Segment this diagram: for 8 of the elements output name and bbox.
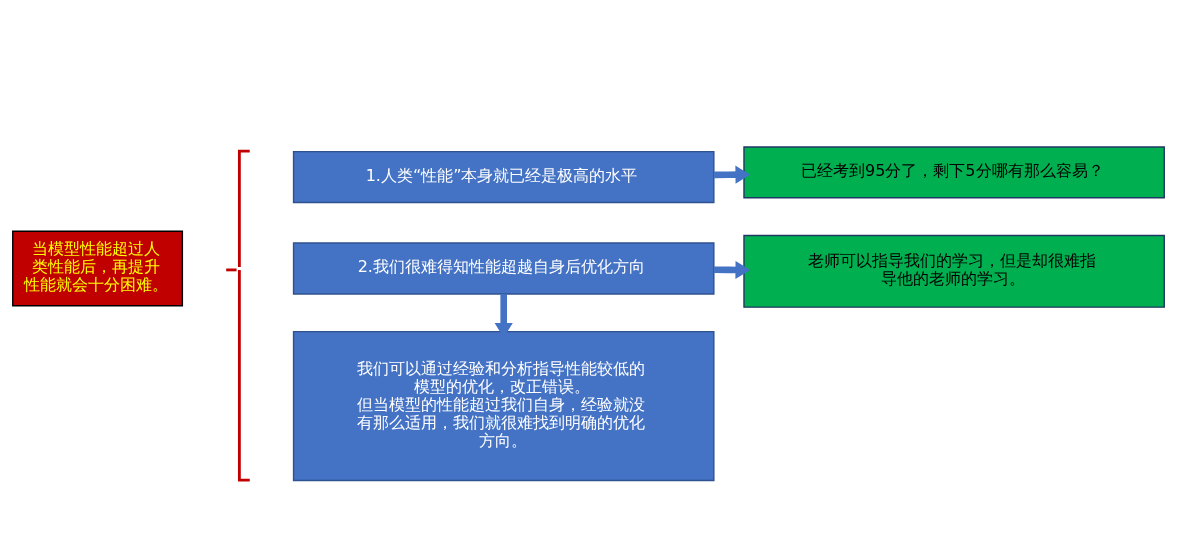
node-box: 2.我们很难得知性能超越自身后优化方向 [292,242,715,295]
node-box: 1.人类“性能”本身就已经是极高的水平 [292,150,715,204]
node-box: 我们可以通过经验和分析指导性能较低的模型的优化，改正错误。 但当模型的性能超过我们自身，经验就没有那么适用，我们就很难找到明确的优化方向。 [292,330,715,482]
node-box: 当模型性能超过人类性能后，再提升性能就会十分困难。 [12,230,184,307]
arrow [714,260,751,280]
node-box: 老师可以指导我们的学习，但是却很难指导他的老师的学习。 [743,234,1165,308]
arrow [714,165,751,184]
node-box: 已经考到95分了，剩下5分哪有那么容易？ [743,146,1165,199]
